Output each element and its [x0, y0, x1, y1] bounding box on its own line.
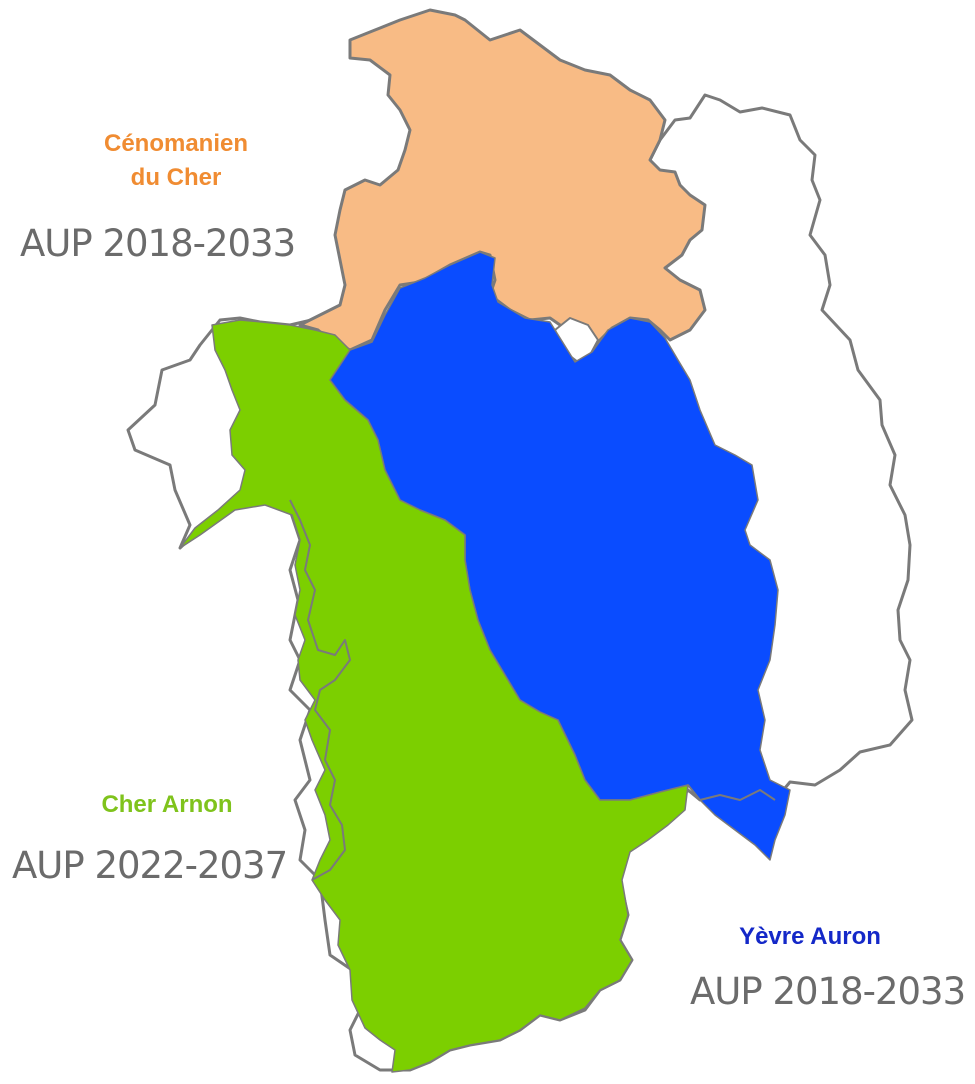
zone-cher-arnon[interactable] [179, 319, 689, 1073]
boundary-line [289, 499, 351, 881]
label-cenomanien: Cénomanien du Cher [66, 127, 286, 195]
label-yevre-auron: Yèvre Auron [739, 923, 881, 950]
aup-cenomanien: AUP 2018-2033 [20, 222, 296, 265]
label-cenomanien-line1: Cénomanien [103, 130, 249, 157]
label-cher-arnon: Cher Arnon [101, 791, 233, 818]
aup-cher-arnon: AUP 2022-2037 [12, 844, 288, 887]
aup-yevre-auron: AUP 2018-2033 [690, 970, 966, 1013]
label-cenomanien-line2: du Cher [130, 164, 222, 191]
boundary-line [687, 784, 776, 801]
